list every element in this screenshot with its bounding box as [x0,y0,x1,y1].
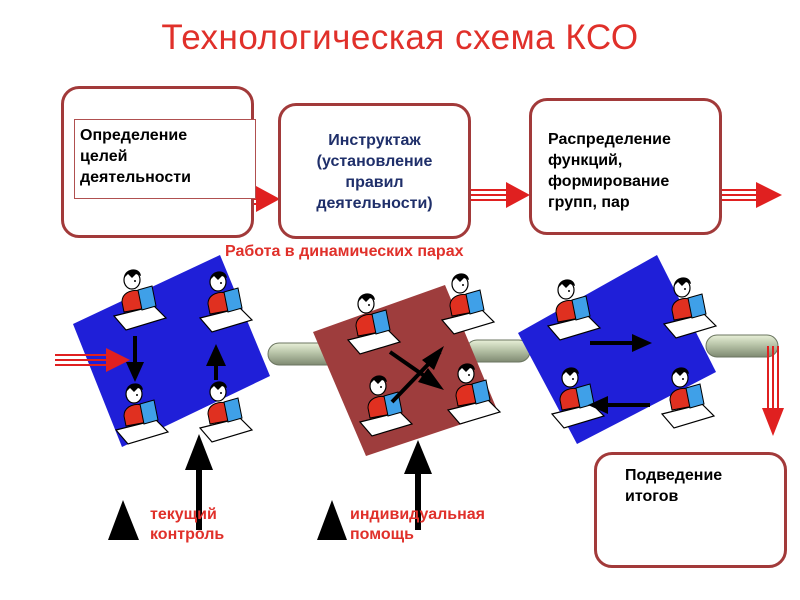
stage-instruction-box: Инструктаж (установление правил деятельн… [278,103,471,239]
stage-distribution-label: Распределение функций, формирование груп… [548,131,671,211]
pair-arrow-up [206,344,226,380]
help-arrow [404,440,432,530]
stage-summary-label: Подведение итогов [625,467,723,505]
legend-individual-help: индивидуальная помощь [350,506,485,543]
pair-arrow-right [590,334,652,352]
legend-triangle-control [108,500,139,540]
stage-goals-box: Определение целей деятельности [61,86,256,238]
legend-current-control: текущий контроль [150,506,225,543]
page-title: Технологическая схема КСО [161,18,639,57]
legend-triangle-help [317,500,347,540]
pair-arrow-cross [388,346,444,404]
student-icon [441,272,495,335]
flow-arrow-2 [468,182,530,208]
summary-arrow [762,346,784,436]
flow-arrow-3 [720,182,782,208]
pair-arrow-down [126,336,144,382]
stage-goals-label: Определение целей деятельности [80,127,191,186]
pairs-caption: Работа в динамических парах [225,243,464,260]
control-arrow [185,434,213,530]
pipe-connector [267,334,779,366]
entry-arrow [55,348,130,372]
stage-summary-box: Подведение итогов [594,452,787,568]
pair-arrow-left [588,396,650,414]
stage-distribution-box: Распределение функций, формирование груп… [529,98,722,235]
stage-instruction-label: Инструктаж (установление правил деятельн… [316,132,433,212]
